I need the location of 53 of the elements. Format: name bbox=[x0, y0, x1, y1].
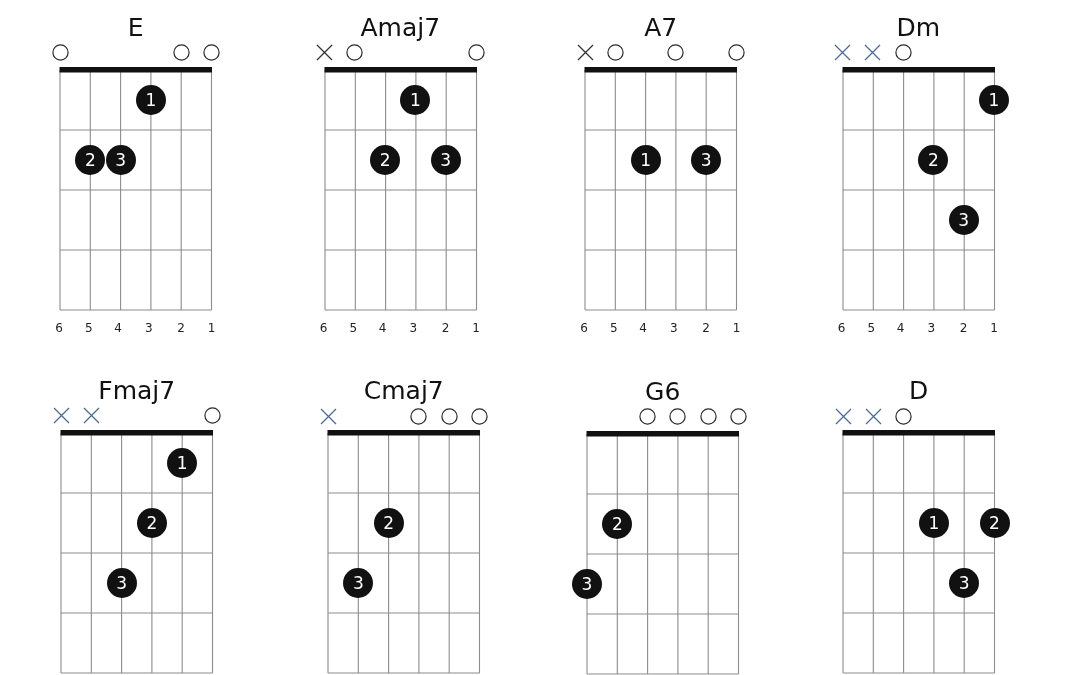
finger-dot: 2 bbox=[370, 144, 401, 175]
finger-dot: 2 bbox=[979, 508, 1010, 538]
chord-name: Amaj7 bbox=[360, 13, 441, 42]
finger-dot: 3 bbox=[430, 144, 461, 175]
string-number: 3 bbox=[927, 321, 936, 335]
chord-name: G6 bbox=[645, 377, 681, 406]
finger-dot: 3 bbox=[343, 568, 374, 598]
chord-name: Dm bbox=[896, 13, 941, 42]
finger-dot: 1 bbox=[918, 508, 949, 538]
finger-dot: 3 bbox=[572, 568, 602, 599]
string-number: 5 bbox=[610, 321, 618, 335]
string-number: 5 bbox=[349, 321, 358, 335]
string-number: 4 bbox=[114, 321, 122, 335]
finger-dot: 1 bbox=[630, 144, 661, 175]
finger-dot: 1 bbox=[167, 447, 198, 478]
string-number: 4 bbox=[896, 321, 905, 335]
string-number: 1 bbox=[472, 321, 480, 335]
string-number: 6 bbox=[837, 321, 846, 335]
string-number: 4 bbox=[639, 321, 647, 335]
finger-dot: 3 bbox=[691, 144, 722, 175]
finger-dot: 2 bbox=[373, 508, 404, 538]
finger-dot: 2 bbox=[136, 507, 167, 538]
string-number: 3 bbox=[670, 321, 678, 335]
chord-name: Fmaj7 bbox=[98, 376, 176, 405]
string-number: 5 bbox=[867, 321, 876, 335]
string-number: 3 bbox=[409, 321, 418, 335]
string-number: 2 bbox=[702, 321, 710, 335]
finger-dot: 1 bbox=[979, 84, 1009, 115]
finger-dot: 2 bbox=[918, 144, 949, 175]
finger-dot: 3 bbox=[105, 144, 136, 175]
finger-dot: 1 bbox=[135, 84, 166, 115]
chord-name: A7 bbox=[644, 13, 678, 42]
string-number: 6 bbox=[580, 321, 588, 335]
finger-dot: 3 bbox=[949, 568, 980, 598]
finger-dot: 3 bbox=[948, 204, 979, 235]
string-number: 6 bbox=[55, 321, 63, 335]
finger-dot: 1 bbox=[400, 84, 431, 115]
string-number: 2 bbox=[441, 321, 450, 335]
string-number: 3 bbox=[145, 321, 153, 335]
string-number: 4 bbox=[378, 321, 387, 335]
chord-name: D bbox=[909, 377, 929, 405]
string-number: 2 bbox=[177, 321, 185, 335]
chord-name: E bbox=[127, 13, 144, 42]
finger-dot: 2 bbox=[75, 144, 106, 175]
chord-name: Cmaj7 bbox=[363, 377, 444, 405]
finger-dot: 2 bbox=[602, 508, 633, 539]
string-number: 1 bbox=[990, 321, 998, 335]
string-number: 6 bbox=[319, 321, 328, 335]
string-number: 5 bbox=[85, 321, 93, 335]
string-number: 1 bbox=[732, 321, 741, 335]
finger-dot: 3 bbox=[106, 567, 137, 598]
string-number: 1 bbox=[207, 321, 216, 335]
string-number: 2 bbox=[959, 321, 968, 335]
